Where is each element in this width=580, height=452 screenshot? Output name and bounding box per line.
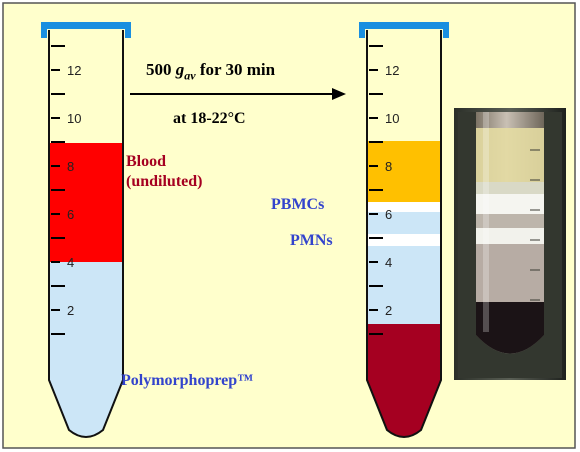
blood-label-line2: (undiluted) (126, 173, 203, 190)
right-medium-upper (367, 212, 441, 234)
right-pbmc-band (367, 202, 441, 212)
left-scale-graduation-label: 8 (67, 159, 74, 174)
left-tube: 12 10 8 6 4 2 (41, 22, 131, 438)
right-scale-graduation-label: 10 (385, 111, 399, 126)
right-pmn-band (367, 234, 441, 246)
right-tube-cap (359, 22, 449, 29)
right-scale-graduation-label: 2 (385, 303, 392, 318)
left-scale-graduation-label: 6 (67, 207, 74, 222)
arrow-g-symbol: g (175, 60, 185, 79)
left-tube-cap (41, 22, 131, 29)
left-scale-graduation-label: 2 (67, 303, 74, 318)
arrow-temperature-label: at 18-22°C (173, 110, 246, 127)
centrifuge-tube-photo (454, 108, 566, 380)
right-scale-graduation-label: 12 (385, 63, 399, 78)
right-scale-graduation-label: 8 (385, 159, 392, 174)
right-tube-scale: 12 10 8 6 4 2 (369, 45, 399, 335)
right-tube-outline (366, 30, 442, 438)
centrifuge-arrow (130, 88, 346, 100)
right-tube: 12 10 8 6 4 2 (359, 22, 449, 438)
left-blood-layer (49, 143, 123, 262)
right-plasma-layer (367, 141, 441, 202)
left-polymorphoprep-layer (49, 262, 123, 437)
left-tube-outline (48, 30, 124, 438)
arrow-g-subscript: av (184, 68, 196, 83)
right-tube-cap-right-tab (443, 22, 449, 38)
left-tube-cap-left-tab (41, 22, 47, 38)
blood-label: Blood (undiluted) (126, 152, 202, 192)
blood-label-line1: Blood (126, 153, 167, 170)
pmn-label: PMNs (290, 232, 333, 249)
polymorphoprep-label: Polymorphoprep™ (121, 372, 254, 389)
arrow-speed: 500 (146, 60, 172, 79)
arrow-duration: for 30 min (199, 60, 276, 79)
right-tube-cap-left-tab (359, 22, 365, 38)
right-scale-graduation-label: 4 (385, 255, 392, 270)
left-tube-cap-right-tab (125, 22, 131, 38)
arrow-speed-label: 500 gav for 30 min (146, 60, 275, 83)
pbmc-label: PBMCs (271, 196, 325, 213)
right-scale-graduation-label: 6 (385, 207, 392, 222)
left-scale-graduation-label: 10 (67, 111, 81, 126)
left-tube-scale: 12 10 8 6 4 2 (51, 45, 81, 335)
left-scale-graduation-label: 4 (67, 255, 74, 270)
left-scale-graduation-label: 12 (67, 63, 81, 78)
